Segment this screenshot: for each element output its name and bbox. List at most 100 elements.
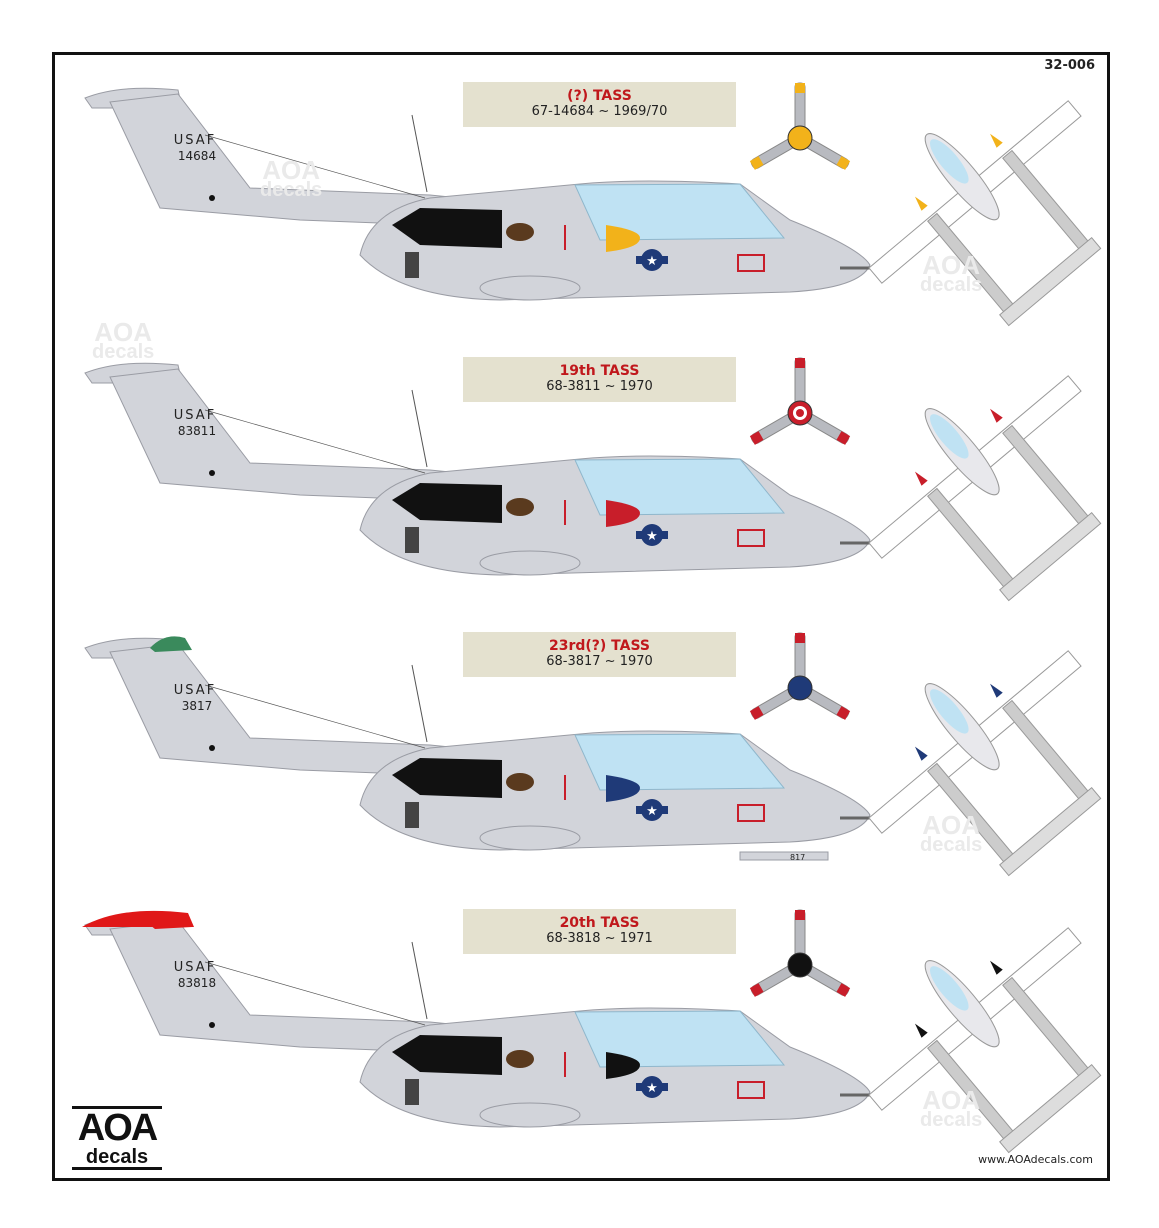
roundel-star: ★ [646, 804, 658, 819]
data-block [737, 804, 765, 822]
top-view [868, 927, 1102, 1154]
engine-exhaust [506, 223, 534, 241]
engine-exhaust [506, 1050, 534, 1068]
data-block [737, 254, 765, 272]
antenna-wire [204, 684, 426, 749]
tail-number: 14684 [178, 149, 216, 163]
right-boom [1002, 699, 1090, 801]
canopy [574, 1010, 786, 1068]
hub-center [796, 409, 804, 417]
spinner-right [990, 408, 1003, 423]
black-panel [392, 1035, 502, 1075]
prop-spinner [606, 225, 640, 252]
spinner-left [914, 746, 928, 761]
right-boom [1002, 149, 1090, 251]
black-panel [392, 483, 502, 523]
propeller [749, 82, 851, 170]
prop-blade [794, 357, 806, 414]
serial-line: 68-3818 ~ 1971 [546, 931, 653, 946]
roundel-disc [641, 524, 663, 546]
antenna-wire [204, 409, 426, 474]
gun-sponson [479, 1102, 581, 1128]
gun-sponson [479, 275, 581, 301]
blade-tip [795, 358, 805, 368]
prop-blade [749, 961, 802, 997]
serial-line: 68-3811 ~ 1970 [546, 379, 653, 394]
light [209, 195, 215, 201]
roundel-star: ★ [646, 254, 658, 269]
blade-tip [749, 983, 764, 997]
serial-line: 68-3817 ~ 1970 [546, 654, 653, 669]
light [209, 470, 215, 476]
blade-tip [749, 706, 764, 720]
unit-title: 23rd(?) TASS [548, 638, 651, 654]
canopy-top [930, 966, 969, 1011]
canopy-top [930, 139, 969, 184]
top-view [868, 375, 1102, 602]
sheet-frame [52, 52, 1110, 1181]
gun-sponson [479, 825, 581, 851]
gun-sponson [479, 550, 581, 576]
prop-spinner [606, 500, 640, 527]
roundel-disc [641, 249, 663, 271]
propeller [749, 632, 851, 720]
canopy [574, 458, 786, 516]
prop-blade [749, 134, 802, 170]
canopy [574, 733, 786, 791]
engine-exhaust [506, 498, 534, 516]
roundel-star: ★ [646, 529, 658, 544]
tail-text: USAF [174, 960, 216, 975]
blade-tip [749, 156, 764, 170]
canopy [574, 183, 786, 241]
right-boom [1002, 424, 1090, 526]
panel [405, 527, 419, 553]
panel [405, 252, 419, 278]
tailplane [999, 236, 1102, 327]
antenna [411, 664, 428, 743]
scheme-caption: 23rd(?) TASS 68-3817 ~ 1970 [463, 632, 736, 677]
antenna-wire [204, 961, 426, 1026]
roundel-disc [641, 799, 663, 821]
prop-spinner [606, 775, 640, 802]
tail-cap [150, 636, 192, 652]
panel [405, 802, 419, 828]
right-boom [1002, 976, 1090, 1078]
roundel: ★ [636, 1076, 668, 1098]
blade-tip [795, 910, 805, 920]
tail-number: 3817 [182, 699, 213, 713]
scheme-caption: 19th TASS 68-3811 ~ 1970 [463, 357, 736, 402]
prop-blade [794, 909, 806, 966]
tail-number: 83818 [178, 976, 216, 990]
roundel: ★ [636, 249, 668, 271]
antenna-wire [204, 134, 426, 199]
scheme-caption: (?) TASS 67-14684 ~ 1969/70 [463, 82, 736, 127]
blade-tip [836, 706, 851, 720]
propeller [749, 909, 851, 997]
extra-decal-text: 817 [790, 853, 805, 862]
black-panel [392, 208, 502, 248]
blade-tip [749, 431, 764, 445]
prop-spinner [606, 1052, 640, 1079]
canopy-top [930, 414, 969, 459]
black-panel [392, 758, 502, 798]
data-block [737, 529, 765, 547]
serial-line: 67-14684 ~ 1969/70 [531, 104, 668, 119]
prop-hub [787, 125, 813, 151]
prop-blade [794, 632, 806, 689]
tailplane [999, 1063, 1102, 1154]
blade-tip [795, 83, 805, 93]
spinner-right [990, 683, 1003, 698]
roundel-disc [641, 1076, 663, 1098]
